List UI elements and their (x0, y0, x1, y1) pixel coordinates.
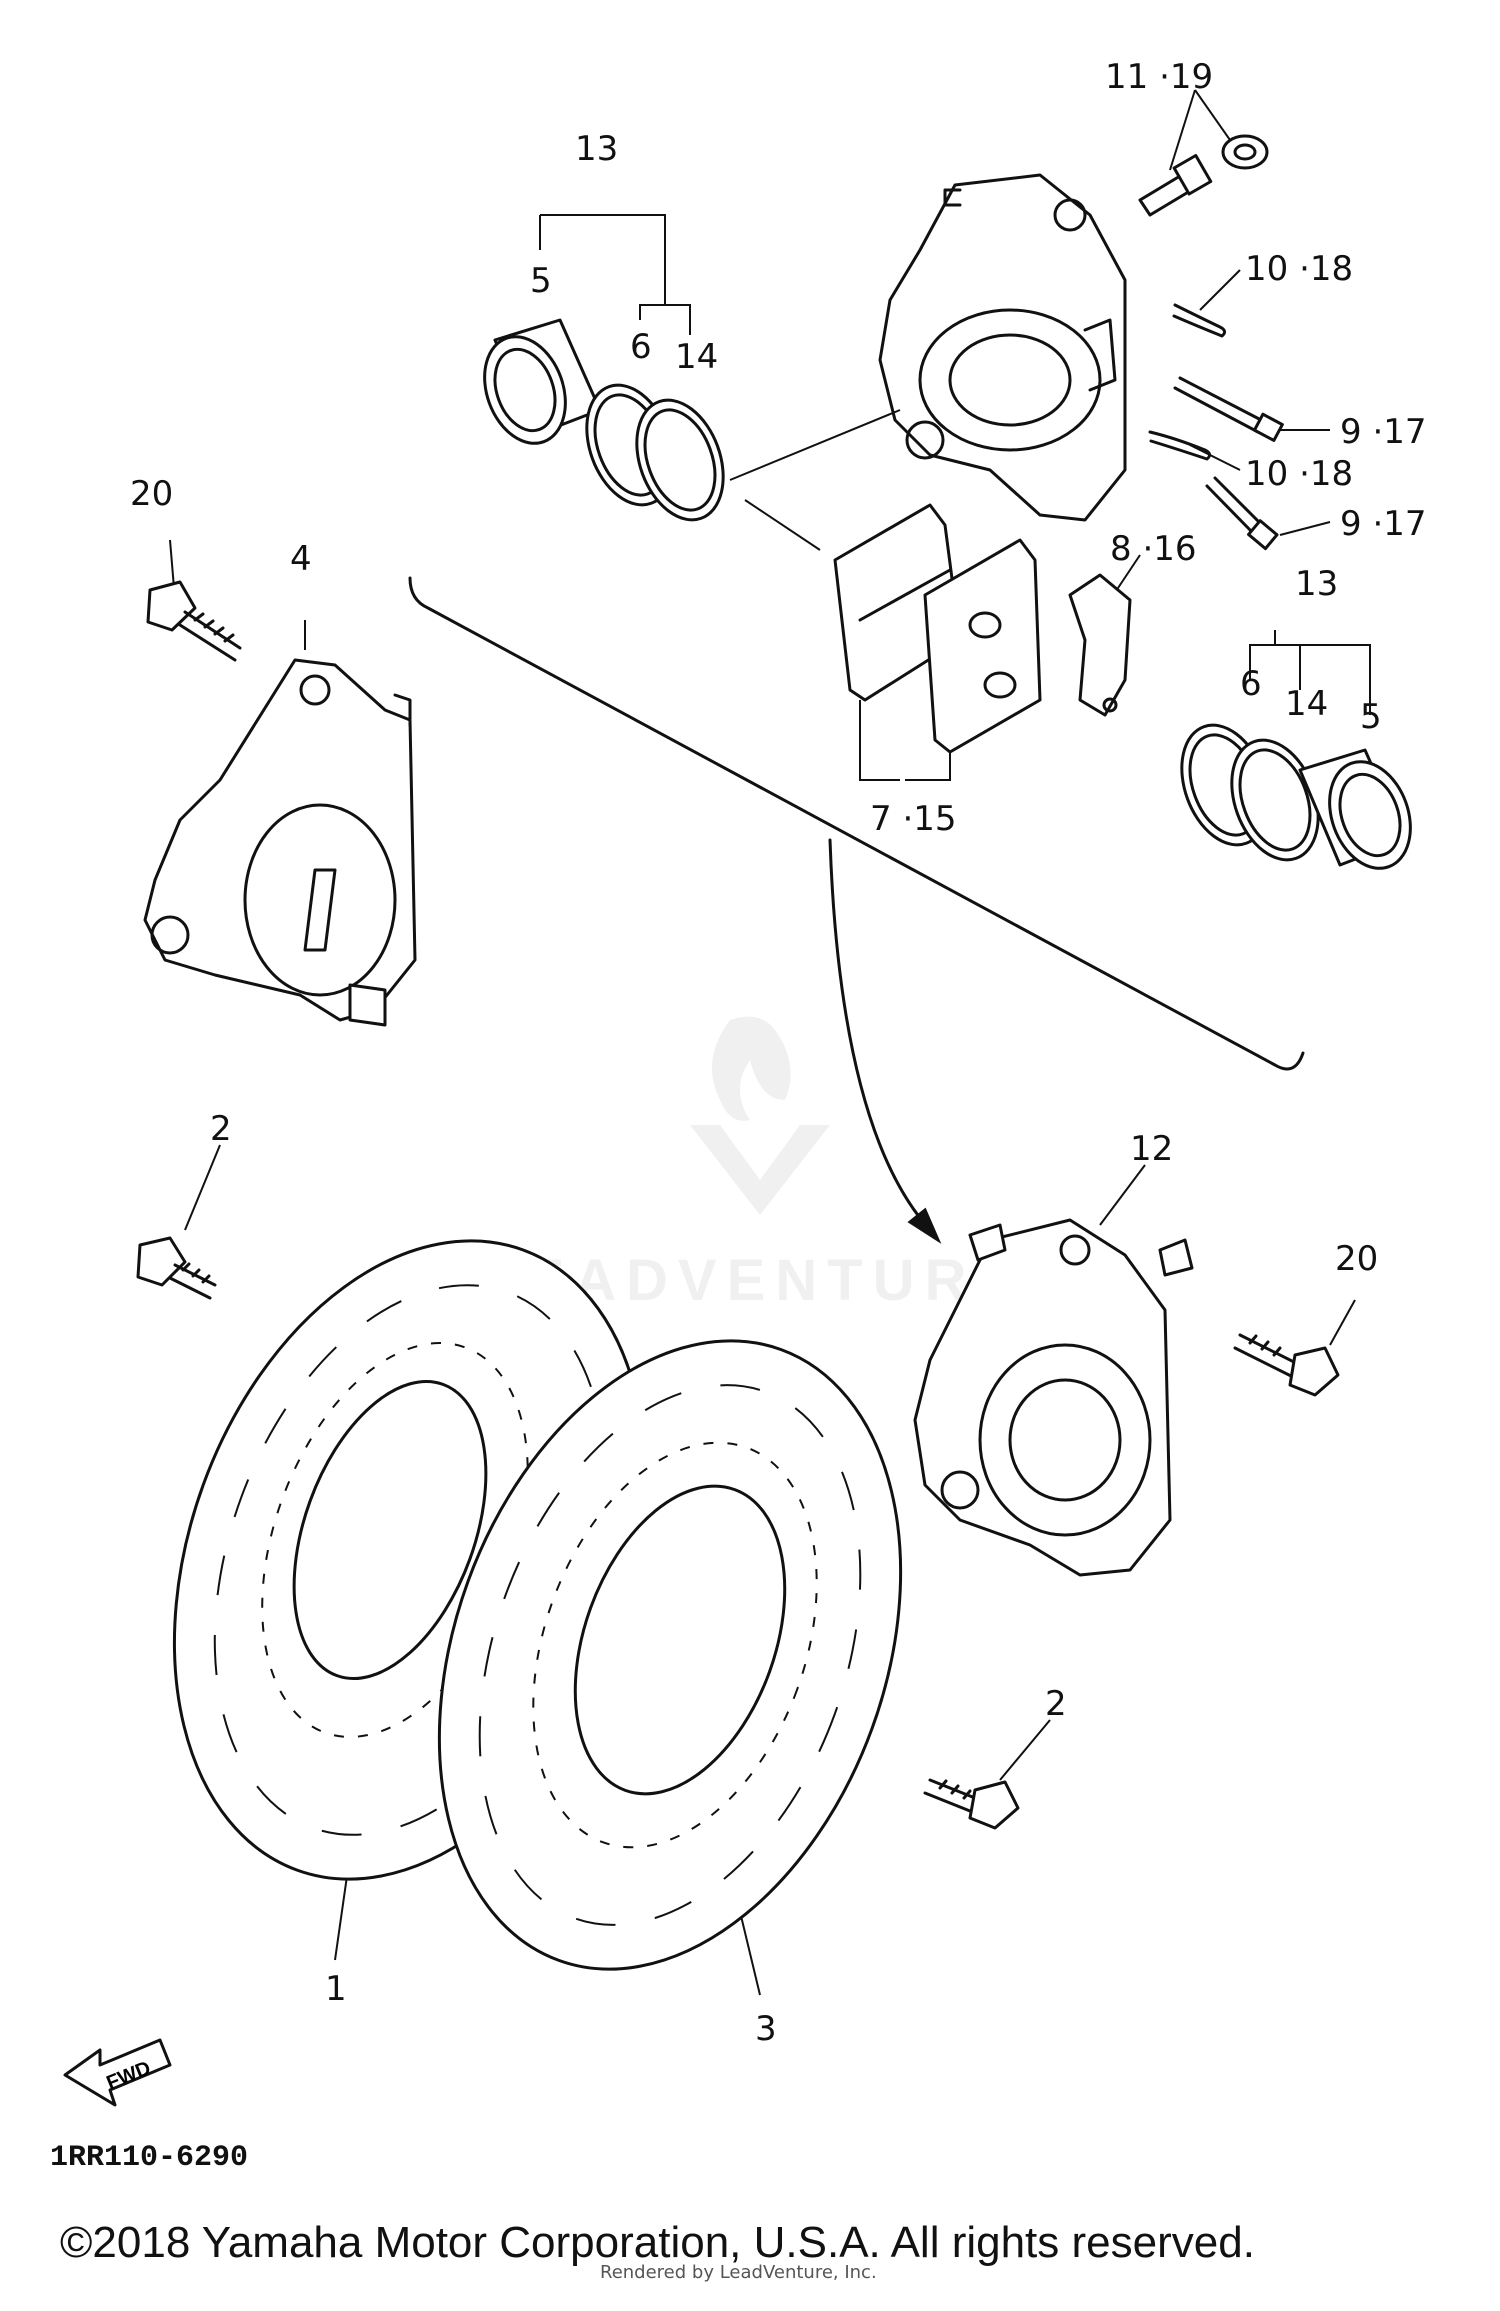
callout-13-lower: 13 (1295, 564, 1338, 604)
upper-caliper-half (878, 173, 1127, 522)
callout-3: 3 (755, 2009, 777, 2049)
callout-6-upper: 6 (630, 327, 652, 367)
bleeder-screw (1138, 134, 1269, 217)
render-credit: Rendered by LeadVenture, Inc. (600, 2262, 877, 2283)
caliper-bolt-right (1233, 1333, 1340, 1397)
callout-13-upper: 13 (575, 129, 618, 169)
callout-10-18-lower: 10 ·18 (1245, 454, 1353, 494)
pad-pins (1173, 376, 1284, 551)
callout-2-right: 2 (1045, 1684, 1067, 1724)
lower-right-caliper (913, 1218, 1194, 1577)
callout-2-left: 2 (210, 1109, 232, 1149)
brake-disc-right (437, 1339, 903, 1971)
disc-bolt-right (923, 1778, 1020, 1830)
callout-8-16: 8 ·16 (1110, 529, 1197, 569)
assembly-arrow (828, 838, 942, 1244)
callout-5-upper: 5 (530, 261, 552, 301)
fwd-arrow-icon: FWD (63, 2038, 172, 2107)
callout-11-19: 11 ·19 (1105, 57, 1213, 97)
callout-9-17-upper: 9 ·17 (1340, 412, 1427, 452)
group-bracket-line (408, 576, 1305, 1071)
callout-14-upper: 14 (675, 337, 718, 377)
callout-12: 12 (1130, 1129, 1173, 1169)
callout-1: 1 (325, 1969, 347, 2009)
pad-spring (1068, 573, 1132, 717)
callout-7-15: 7 ·15 (870, 799, 957, 839)
callout-10-18-upper: 10 ·18 (1245, 249, 1353, 289)
callout-5-lower: 5 (1360, 697, 1382, 737)
caliper-bolt-upper-left (146, 580, 242, 662)
copyright-notice: ©2018 Yamaha Motor Corporation, U.S.A. A… (60, 2218, 1255, 2267)
disc-bolt-left (136, 1236, 217, 1300)
callout-labels: 11 ·19 13 10 ·18 5 6 14 9 ·17 10 ·18 9 ·… (50, 57, 1427, 2175)
callout-20-upper: 20 (130, 474, 173, 514)
piston-set-lower (1180, 723, 1412, 870)
brake-pads (833, 503, 1042, 754)
left-caliper (143, 658, 417, 1027)
callout-6-lower: 6 (1240, 664, 1262, 704)
leadventure-watermark: LEADVENTURE (480, 1016, 1015, 1313)
piston-set-upper (483, 318, 725, 522)
callout-9-17-lower: 9 ·17 (1340, 504, 1427, 544)
callout-14-lower: 14 (1285, 684, 1328, 724)
callout-20-right: 20 (1335, 1239, 1378, 1279)
callout-4: 4 (290, 539, 312, 579)
diagram-code: 1RR110-6290 (50, 2141, 248, 2175)
